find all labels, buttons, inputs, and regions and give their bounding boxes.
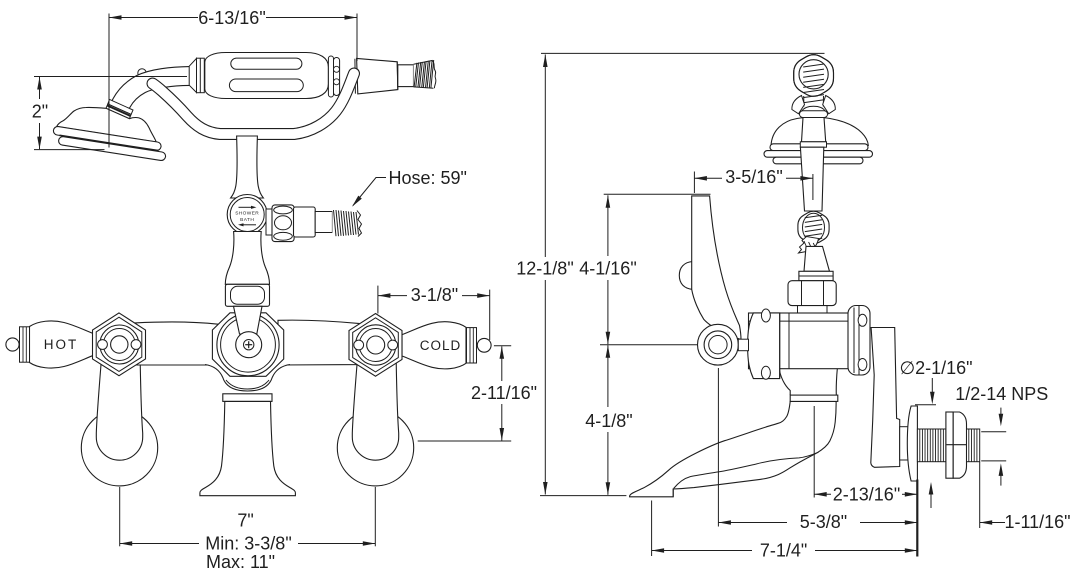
svg-text:7-1/4": 7-1/4": [760, 541, 807, 561]
svg-text:2-13/16": 2-13/16": [833, 484, 900, 504]
svg-text:3-1/8": 3-1/8": [411, 285, 458, 305]
svg-text:4-1/8": 4-1/8": [585, 411, 632, 431]
svg-text:COLD: COLD: [420, 338, 462, 353]
svg-text:1-11/16": 1-11/16": [1004, 512, 1070, 532]
svg-text:1/2-14 NPS: 1/2-14 NPS: [955, 384, 1048, 404]
svg-text:12-1/8": 12-1/8": [516, 259, 573, 279]
svg-text:HOT: HOT: [44, 337, 79, 352]
svg-text:6-13/16": 6-13/16": [198, 8, 265, 28]
svg-text:5-3/8": 5-3/8": [800, 512, 847, 532]
svg-text:∅2-1/16": ∅2-1/16": [899, 358, 972, 378]
svg-text:SHOWER: SHOWER: [235, 211, 259, 217]
svg-text:BATH: BATH: [240, 217, 254, 223]
svg-text:3-5/16": 3-5/16": [725, 167, 782, 187]
svg-text:Max: 11": Max: 11": [206, 552, 275, 572]
svg-text:Min: 3-3/8": Min: 3-3/8": [205, 534, 291, 554]
svg-text:2": 2": [32, 102, 48, 122]
svg-text:Hose: 59": Hose: 59": [389, 168, 467, 188]
svg-text:2-11/16": 2-11/16": [471, 383, 537, 403]
svg-text:4-1/16": 4-1/16": [579, 259, 636, 279]
svg-text:7": 7": [237, 511, 253, 531]
